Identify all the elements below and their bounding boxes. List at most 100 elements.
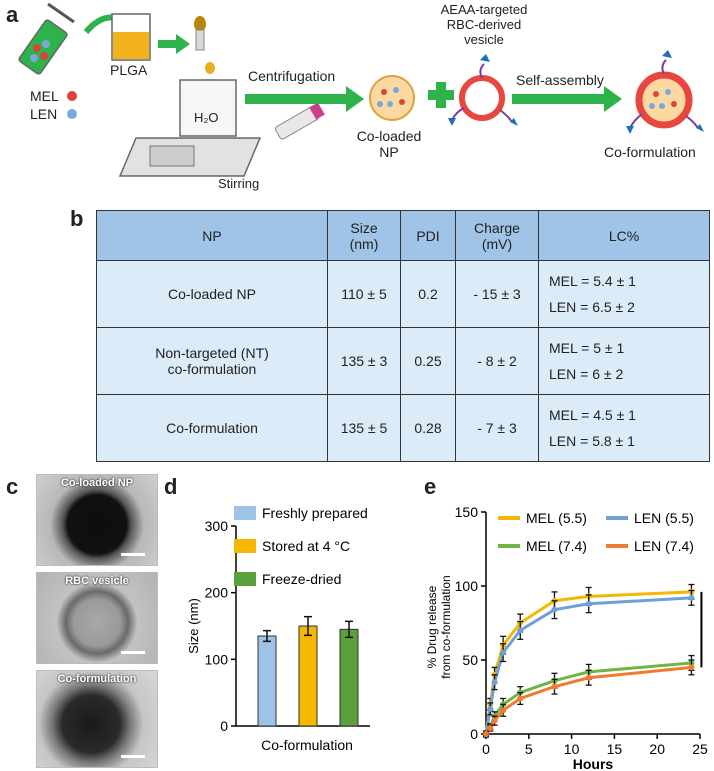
legend-label: Freeze-dried (262, 571, 341, 587)
legend-label: Freshly prepared (262, 505, 368, 521)
panel-letter-a: a (6, 2, 19, 27)
panel-letter-e: e (424, 474, 437, 499)
legend-label: Stored at 4 °C (262, 538, 350, 554)
panel-letter-b: b (70, 206, 84, 231)
y-tick-label: 50 (462, 652, 478, 668)
self-assembly-label: Self-assembly (516, 72, 604, 88)
data-point (500, 649, 507, 656)
tem-image-coformulation: Co-formulation (36, 670, 158, 768)
len-label: LEN (30, 106, 58, 122)
col-header-np-text: NP (202, 227, 222, 244)
col-header-np: NP (96, 210, 328, 261)
significance-label: ** (711, 623, 712, 636)
x-axis-label: Hours (573, 756, 614, 770)
table-row: Co-formulation 135 ± 5 0.28 - 7 ± 3 MEL … (96, 394, 710, 462)
scale-bar-icon (121, 651, 145, 654)
data-point (585, 600, 592, 607)
data-point (491, 679, 498, 686)
stirrer-icon (118, 79, 262, 177)
x-tick-label: 0 (482, 741, 490, 757)
col-header-charge: Charge (mV) (455, 210, 539, 261)
legend-label: MEL (7.4) (526, 538, 587, 554)
data-point (585, 674, 592, 681)
y-tick-label: 100 (455, 578, 479, 594)
beaker-icon (111, 13, 151, 61)
len-dot-icon (67, 109, 77, 119)
data-point (688, 664, 695, 671)
table-row: Non-targeted (NT) co-formulation 135 ± 3… (96, 327, 710, 395)
cell-size: 135 ± 5 (327, 394, 401, 462)
np-properties-table: NP Size (nm) PDI Charge (mV) LC% Co-load… (96, 210, 710, 462)
cell-size: 110 ± 5 (327, 260, 401, 328)
tem-caption-coformulation: Co-formulation (57, 673, 137, 685)
vesicle-label-line2: RBC-derived (446, 17, 522, 32)
cell-size: 135 ± 3 (327, 327, 401, 395)
panel-letter-d: d (164, 474, 178, 499)
plus-icon (428, 82, 454, 108)
x-tick-label: 15 (607, 741, 623, 757)
coformulation-label: Co-formulation (604, 144, 696, 160)
tem-caption-rbc-vesicle: RBC vesicle (65, 575, 129, 587)
y-tick-label: 150 (455, 504, 479, 520)
series-line (484, 596, 692, 735)
bar (298, 625, 318, 727)
cell-np: Co-formulation (96, 394, 328, 462)
x-tick-label: 25 (692, 741, 708, 757)
cell-lc: MEL = 5 ± 1 LEN = 6 ± 2 (538, 327, 710, 395)
arrow-icon (158, 34, 190, 54)
synthesis-schematic (18, 2, 704, 177)
y-axis-label-line1: % Drug release (425, 585, 439, 668)
cell-lc-mel: MEL = 5.4 ± 1 (549, 273, 636, 289)
x-tick-label: 10 (564, 741, 580, 757)
col-header-lc-text: LC% (608, 227, 640, 244)
panel-letter-c: c (6, 474, 19, 499)
droplet-icon (205, 62, 215, 74)
col-header-pdi-text: PDI (416, 227, 440, 244)
cell-lc-len: LEN = 6.5 ± 2 (549, 299, 635, 315)
coloaded-np-label-line2: NP (379, 144, 399, 160)
cell-charge: - 7 ± 3 (455, 394, 539, 462)
y-tick-label: 300 (205, 518, 229, 534)
data-point (483, 731, 489, 737)
cell-charge: - 15 ± 3 (455, 260, 539, 328)
vesicle-label-line1: AEAA-targeted (440, 2, 528, 17)
self-assembly-arrow-icon (512, 86, 622, 112)
cell-pdi: 0.2 (400, 260, 456, 328)
coloaded-np-label: Co-loaded NP (356, 128, 422, 160)
tem-image-coloaded-np: Co-loaded NP (36, 474, 158, 566)
legend-swatch (234, 506, 256, 520)
tem-caption-coloaded-np: Co-loaded NP (60, 477, 134, 489)
col-header-pdi: PDI (400, 210, 456, 261)
col-header-lc: LC% (538, 210, 710, 261)
dropper-icon (194, 16, 206, 51)
test-tube-icon (18, 2, 75, 75)
x-tick-label: 5 (525, 741, 533, 757)
cell-charge: - 8 ± 2 (455, 327, 539, 395)
rbc-vesicle-icon (448, 54, 518, 126)
centrifugation-label: Centrifugation (248, 68, 336, 84)
scale-bar-icon (121, 553, 145, 556)
legend-swatch (234, 539, 256, 553)
legend-label: LEN (5.5) (634, 510, 694, 526)
tem-image-rbc-vesicle: RBC vesicle (36, 572, 158, 664)
mel-label: MEL (30, 88, 59, 104)
cell-lc-mel: MEL = 4.5 ± 1 (549, 407, 636, 423)
y-tick-label: 200 (205, 585, 229, 601)
x-tick-label: 20 (649, 741, 665, 757)
cell-lc-mel: MEL = 5 ± 1 (549, 340, 625, 356)
data-point (491, 717, 498, 724)
data-point (517, 695, 524, 702)
cell-lc: MEL = 5.4 ± 1 LEN = 6.5 ± 2 (538, 260, 710, 328)
y-tick-label: 100 (205, 651, 229, 667)
cell-lc-len: LEN = 5.8 ± 1 (549, 433, 635, 449)
cell-np: Co-loaded NP (96, 260, 328, 328)
cell-lc: MEL = 4.5 ± 1 LEN = 5.8 ± 1 (538, 394, 710, 462)
vesicle-label: AEAA-targeted RBC-derived vesicle (420, 2, 548, 47)
coformulation-icon (626, 50, 704, 134)
bar (339, 628, 359, 727)
cell-lc-len: LEN = 6 ± 2 (549, 366, 624, 382)
data-point (551, 683, 558, 690)
cell-pdi: 0.28 (400, 394, 456, 462)
y-axis-label-line2: from co-formulation (439, 575, 453, 678)
